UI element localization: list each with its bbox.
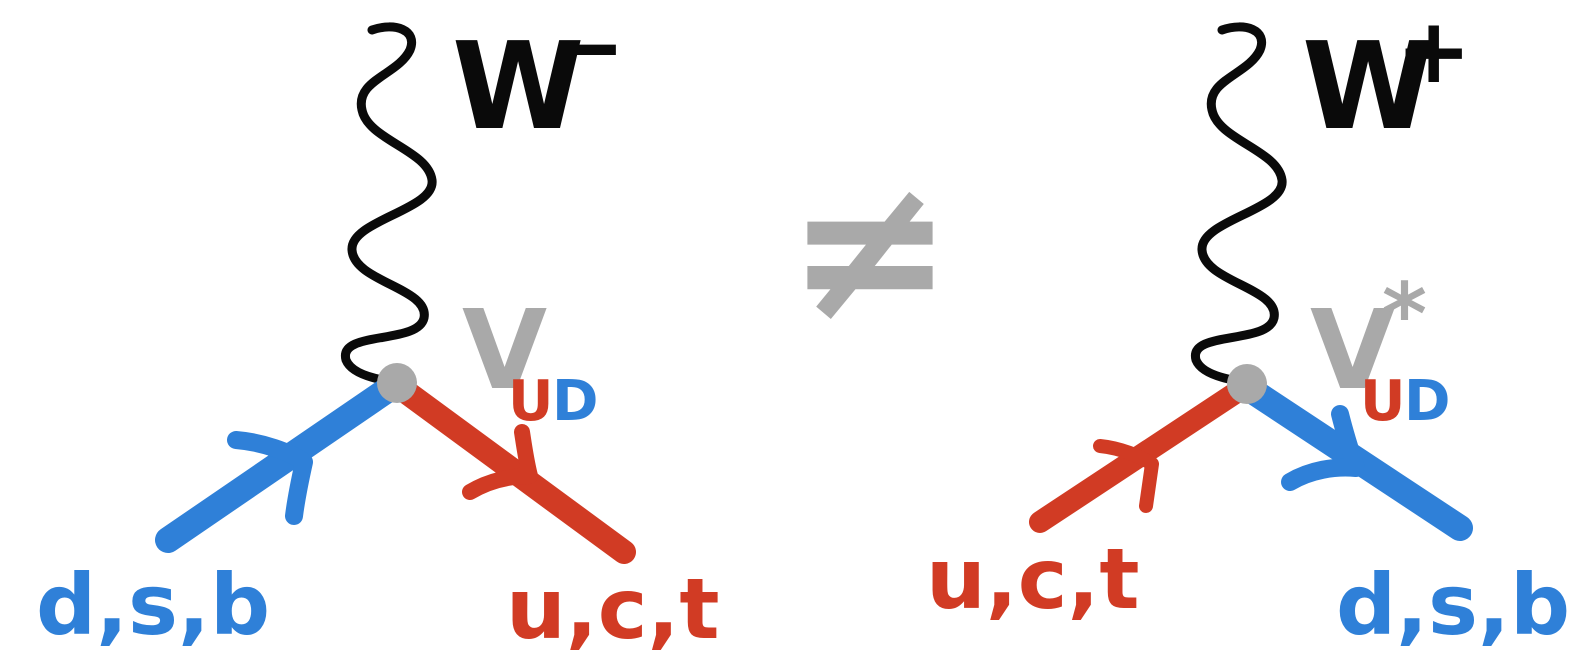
left-coupling-sub-up: U [508, 369, 553, 434]
right-boson-charge: + [1396, 0, 1471, 104]
left-coupling-sub-down: D [552, 369, 598, 434]
right-boson-letter: W [1302, 18, 1434, 157]
right-coupling-letter: V [1310, 286, 1395, 414]
right-outgoing-arrow [1281, 405, 1365, 491]
left-outgoing-quark-line [386, 374, 636, 564]
right-coupling-conjugate: * [1382, 265, 1427, 365]
left-coupling-letter: V [462, 286, 547, 414]
right-vertex-dot [1227, 364, 1267, 404]
right-coupling-sub-down: D [1404, 369, 1450, 434]
not-equal-symbol: ≠ [786, 133, 954, 366]
left-incoming-quark-line [155, 371, 409, 553]
right-incoming-label: u,c,t [926, 530, 1140, 628]
left-incoming-arrow [227, 431, 313, 525]
not-equal-sign: ≠ [786, 133, 954, 366]
left-boson-charge: − [550, 0, 625, 100]
right-w-boson-line [1191, 22, 1287, 387]
left-w-boson-line [341, 22, 437, 387]
left-incoming-label: d,s,b [36, 556, 270, 654]
right-incoming-arrow [1093, 439, 1159, 513]
left-boson-letter: W [452, 18, 584, 157]
right-coupling-sub-up: U [1360, 369, 1405, 434]
left-feynman-diagram: W − V U D d,s,b u,c,t [36, 0, 720, 658]
left-vertex-dot [377, 363, 417, 403]
right-outgoing-label: d,s,b [1336, 556, 1569, 654]
left-outgoing-arrow [462, 424, 538, 500]
left-outgoing-label: u,c,t [506, 560, 720, 655]
right-feynman-diagram: W + V * U D u,c,t d,s,b [926, 0, 1569, 654]
